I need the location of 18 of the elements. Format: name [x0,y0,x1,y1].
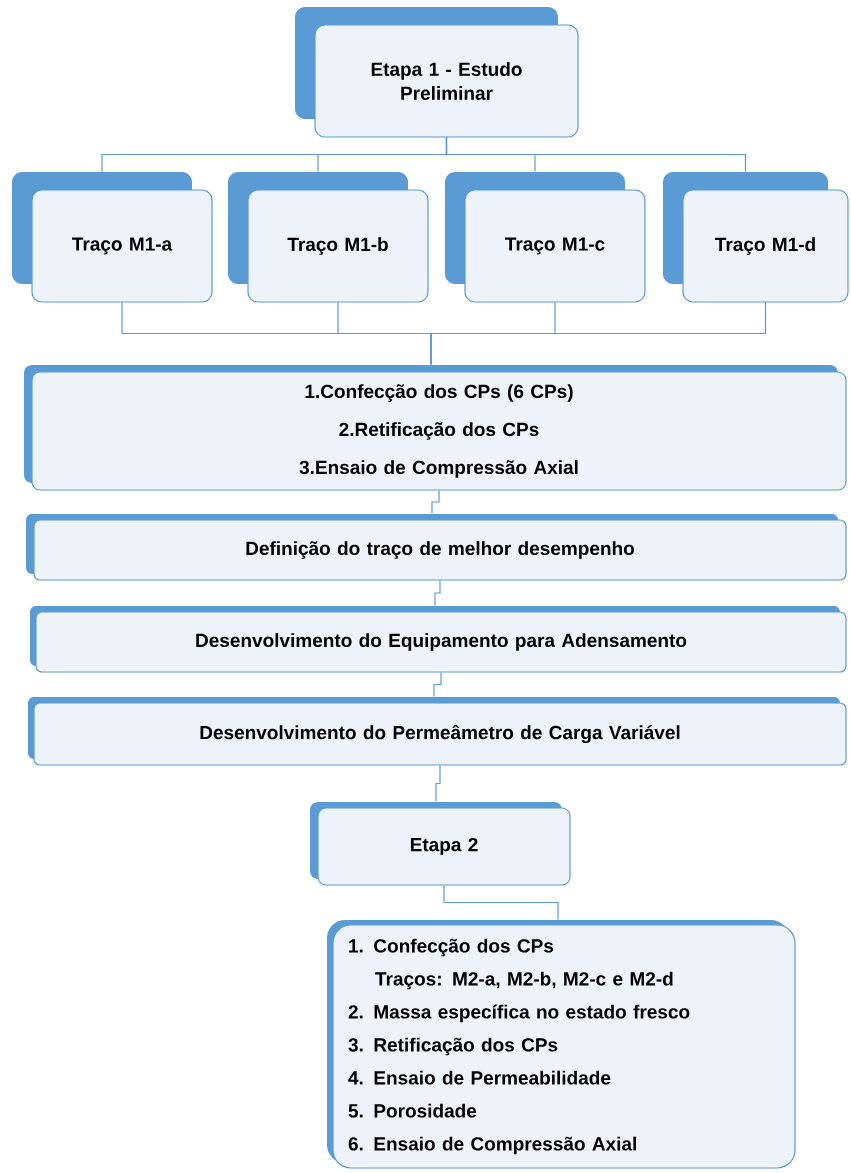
connector-line [443,885,559,920]
process-box: Traço M1-c [445,172,646,303]
process-box: Etapa 2 [310,802,571,886]
process-box: Desenvolvimento do Equipamento para Adensamento [30,606,847,673]
connector-line [434,580,441,606]
connector-line [435,765,441,802]
process-box: 1. Confecção dos CPs Traços: M2-a, M2-b, M2-c e M2-d 2. Massa específica no estado fresco 3. Retificação dos CPs 4. Ensaio de Permeabilidade 5. Porosidade 6. Ensaio de Compressão Axial [327,920,796,1169]
process-box: Etapa 1 - Estudo Preliminar [295,7,579,138]
connector-line [431,490,440,514]
connector-line [430,302,767,365]
connector-line [433,672,442,697]
process-box: Desenvolvimento do Permeâmetro de Carga Variável [28,697,847,766]
connector-line [445,137,747,172]
process-box: Definição do traço de melhor desempenho [26,514,847,581]
process-box: Traço M1-b [228,172,429,303]
process-box: 1.Confecção dos CPs (6 CPs) 2.Retificação dos CPs 3.Ensaio de Compressão Axial [24,365,847,491]
process-box: Traço M1-d [663,172,849,303]
process-box: Traço M1-a [12,172,213,303]
